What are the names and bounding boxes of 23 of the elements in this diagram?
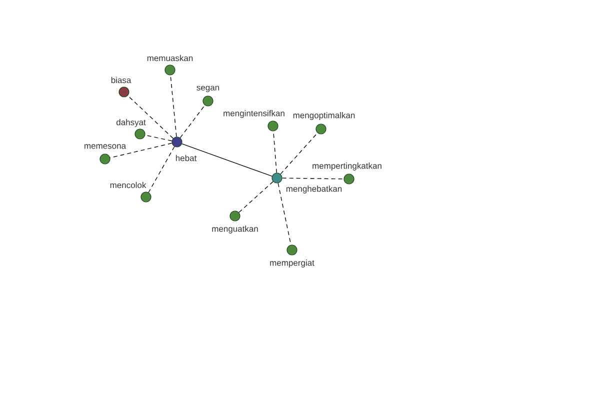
connector-line xyxy=(170,74,177,138)
node-label: segan xyxy=(196,86,220,92)
connector-line xyxy=(182,143,272,177)
connector-line xyxy=(282,178,344,180)
node-label: hebat xyxy=(176,154,197,162)
connector-line xyxy=(148,146,175,193)
node-label: memesona xyxy=(84,144,126,149)
node-label: menghebatkan xyxy=(286,186,342,194)
node-label: mencolok xyxy=(110,182,146,188)
node-label: memuaskan xyxy=(147,54,193,62)
node-label: biasa xyxy=(111,76,132,84)
connector-line xyxy=(280,132,318,174)
node-label: menguatkan xyxy=(212,226,258,234)
node-label: mengoptimalkan xyxy=(293,112,355,120)
node-label: mempertingkatkan xyxy=(312,162,382,170)
node-label: mengintensifkan xyxy=(224,110,284,118)
connector-line xyxy=(110,142,172,158)
connector-line xyxy=(144,134,172,142)
node-label: dahsyat xyxy=(116,119,146,127)
connector-line xyxy=(128,95,174,139)
connector-line xyxy=(238,181,274,213)
connector-line xyxy=(180,104,206,138)
node-label: mempergiat xyxy=(270,260,314,268)
